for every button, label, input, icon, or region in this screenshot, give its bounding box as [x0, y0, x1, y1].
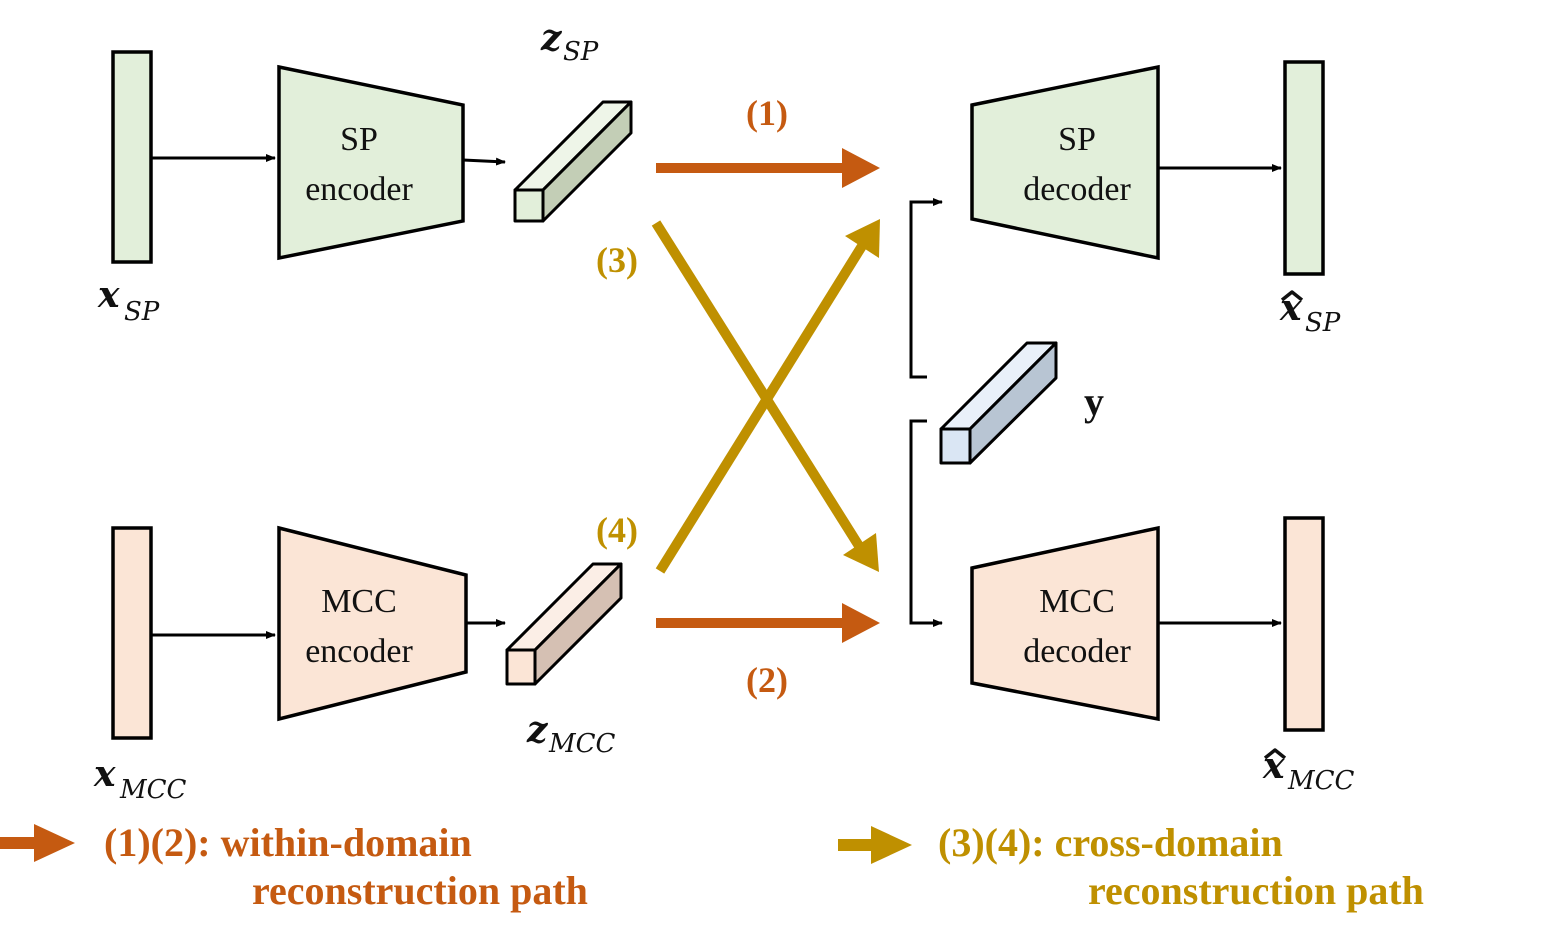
path-3-label: (3) [596, 240, 638, 280]
svg-text:x: x [97, 274, 120, 316]
xhat-mcc-label: x MCC [1262, 745, 1355, 796]
x-mcc-input-bar [111, 526, 153, 740]
legend-cross-line2: reconstruction path [1088, 868, 1424, 913]
legend-cross-domain-swatch [838, 826, 912, 864]
svg-text:z: z [526, 709, 549, 751]
y-shared-box [939, 341, 1058, 465]
z-sp-label: z SP [540, 17, 599, 67]
path-3-arrow [651, 220, 879, 572]
legend-within-line2: reconstruction path [252, 868, 588, 913]
x-sp-label: x SP [97, 274, 160, 327]
svg-text:MCC: MCC [1287, 766, 1355, 796]
y-to-sp-decoder-bracket [909, 198, 943, 379]
svg-text:SP: SP [1305, 308, 1341, 338]
x-mcc-label: x MCC [93, 753, 187, 805]
mcc-encoder-label-line2: encoder [305, 633, 413, 670]
mcc-decoder-label-line2: decoder [1023, 633, 1131, 670]
mcc-encoder-block [277, 525, 468, 722]
sp-decoder-block [970, 64, 1160, 261]
path-2-arrow [656, 603, 880, 643]
z-sp-latent-box [513, 100, 633, 223]
legend-cross-line1: (3)(4): cross-domain [938, 820, 1283, 865]
mcc-encoder-label-line1: MCC [321, 583, 397, 620]
svg-text:SP: SP [124, 297, 160, 327]
mcc-decoder-block [970, 525, 1160, 722]
sp-encoder-label-line2: encoder [305, 171, 413, 208]
z-mcc-latent-box [505, 562, 623, 686]
y-to-mcc-decoder-bracket [909, 419, 943, 627]
mcc-decoder-label-line1: MCC [1039, 583, 1115, 620]
x-sp-input-bar [111, 50, 153, 264]
path-2-label: (2) [746, 660, 788, 700]
xhat-sp-label: x SP [1279, 287, 1341, 338]
svg-text:x: x [93, 753, 116, 795]
sp-encoder-block [277, 64, 465, 261]
svg-text:MCC: MCC [119, 775, 187, 805]
z-mcc-label: z MCC [526, 709, 616, 759]
path-4-label: (4) [596, 510, 638, 550]
sp-encoder-label-line1: SP [340, 121, 378, 158]
svg-text:MCC: MCC [548, 729, 616, 759]
path-1-arrow [656, 148, 880, 188]
svg-text:z: z [540, 17, 563, 59]
xhat-sp-output-bar [1283, 60, 1325, 276]
encoder-to-z-sp-arrow [462, 157, 506, 166]
path-4-arrow [655, 219, 880, 574]
y-label: y [1084, 379, 1104, 424]
path-1-label: (1) [746, 93, 788, 133]
legend-within-domain-swatch [0, 824, 75, 862]
legend-within-line1: (1)(2): within-domain [104, 820, 472, 865]
xhat-mcc-output-bar [1283, 516, 1325, 732]
sp-decoder-label-line1: SP [1058, 121, 1096, 158]
svg-text:SP: SP [563, 37, 599, 67]
sp-decoder-label-line2: decoder [1023, 171, 1131, 208]
